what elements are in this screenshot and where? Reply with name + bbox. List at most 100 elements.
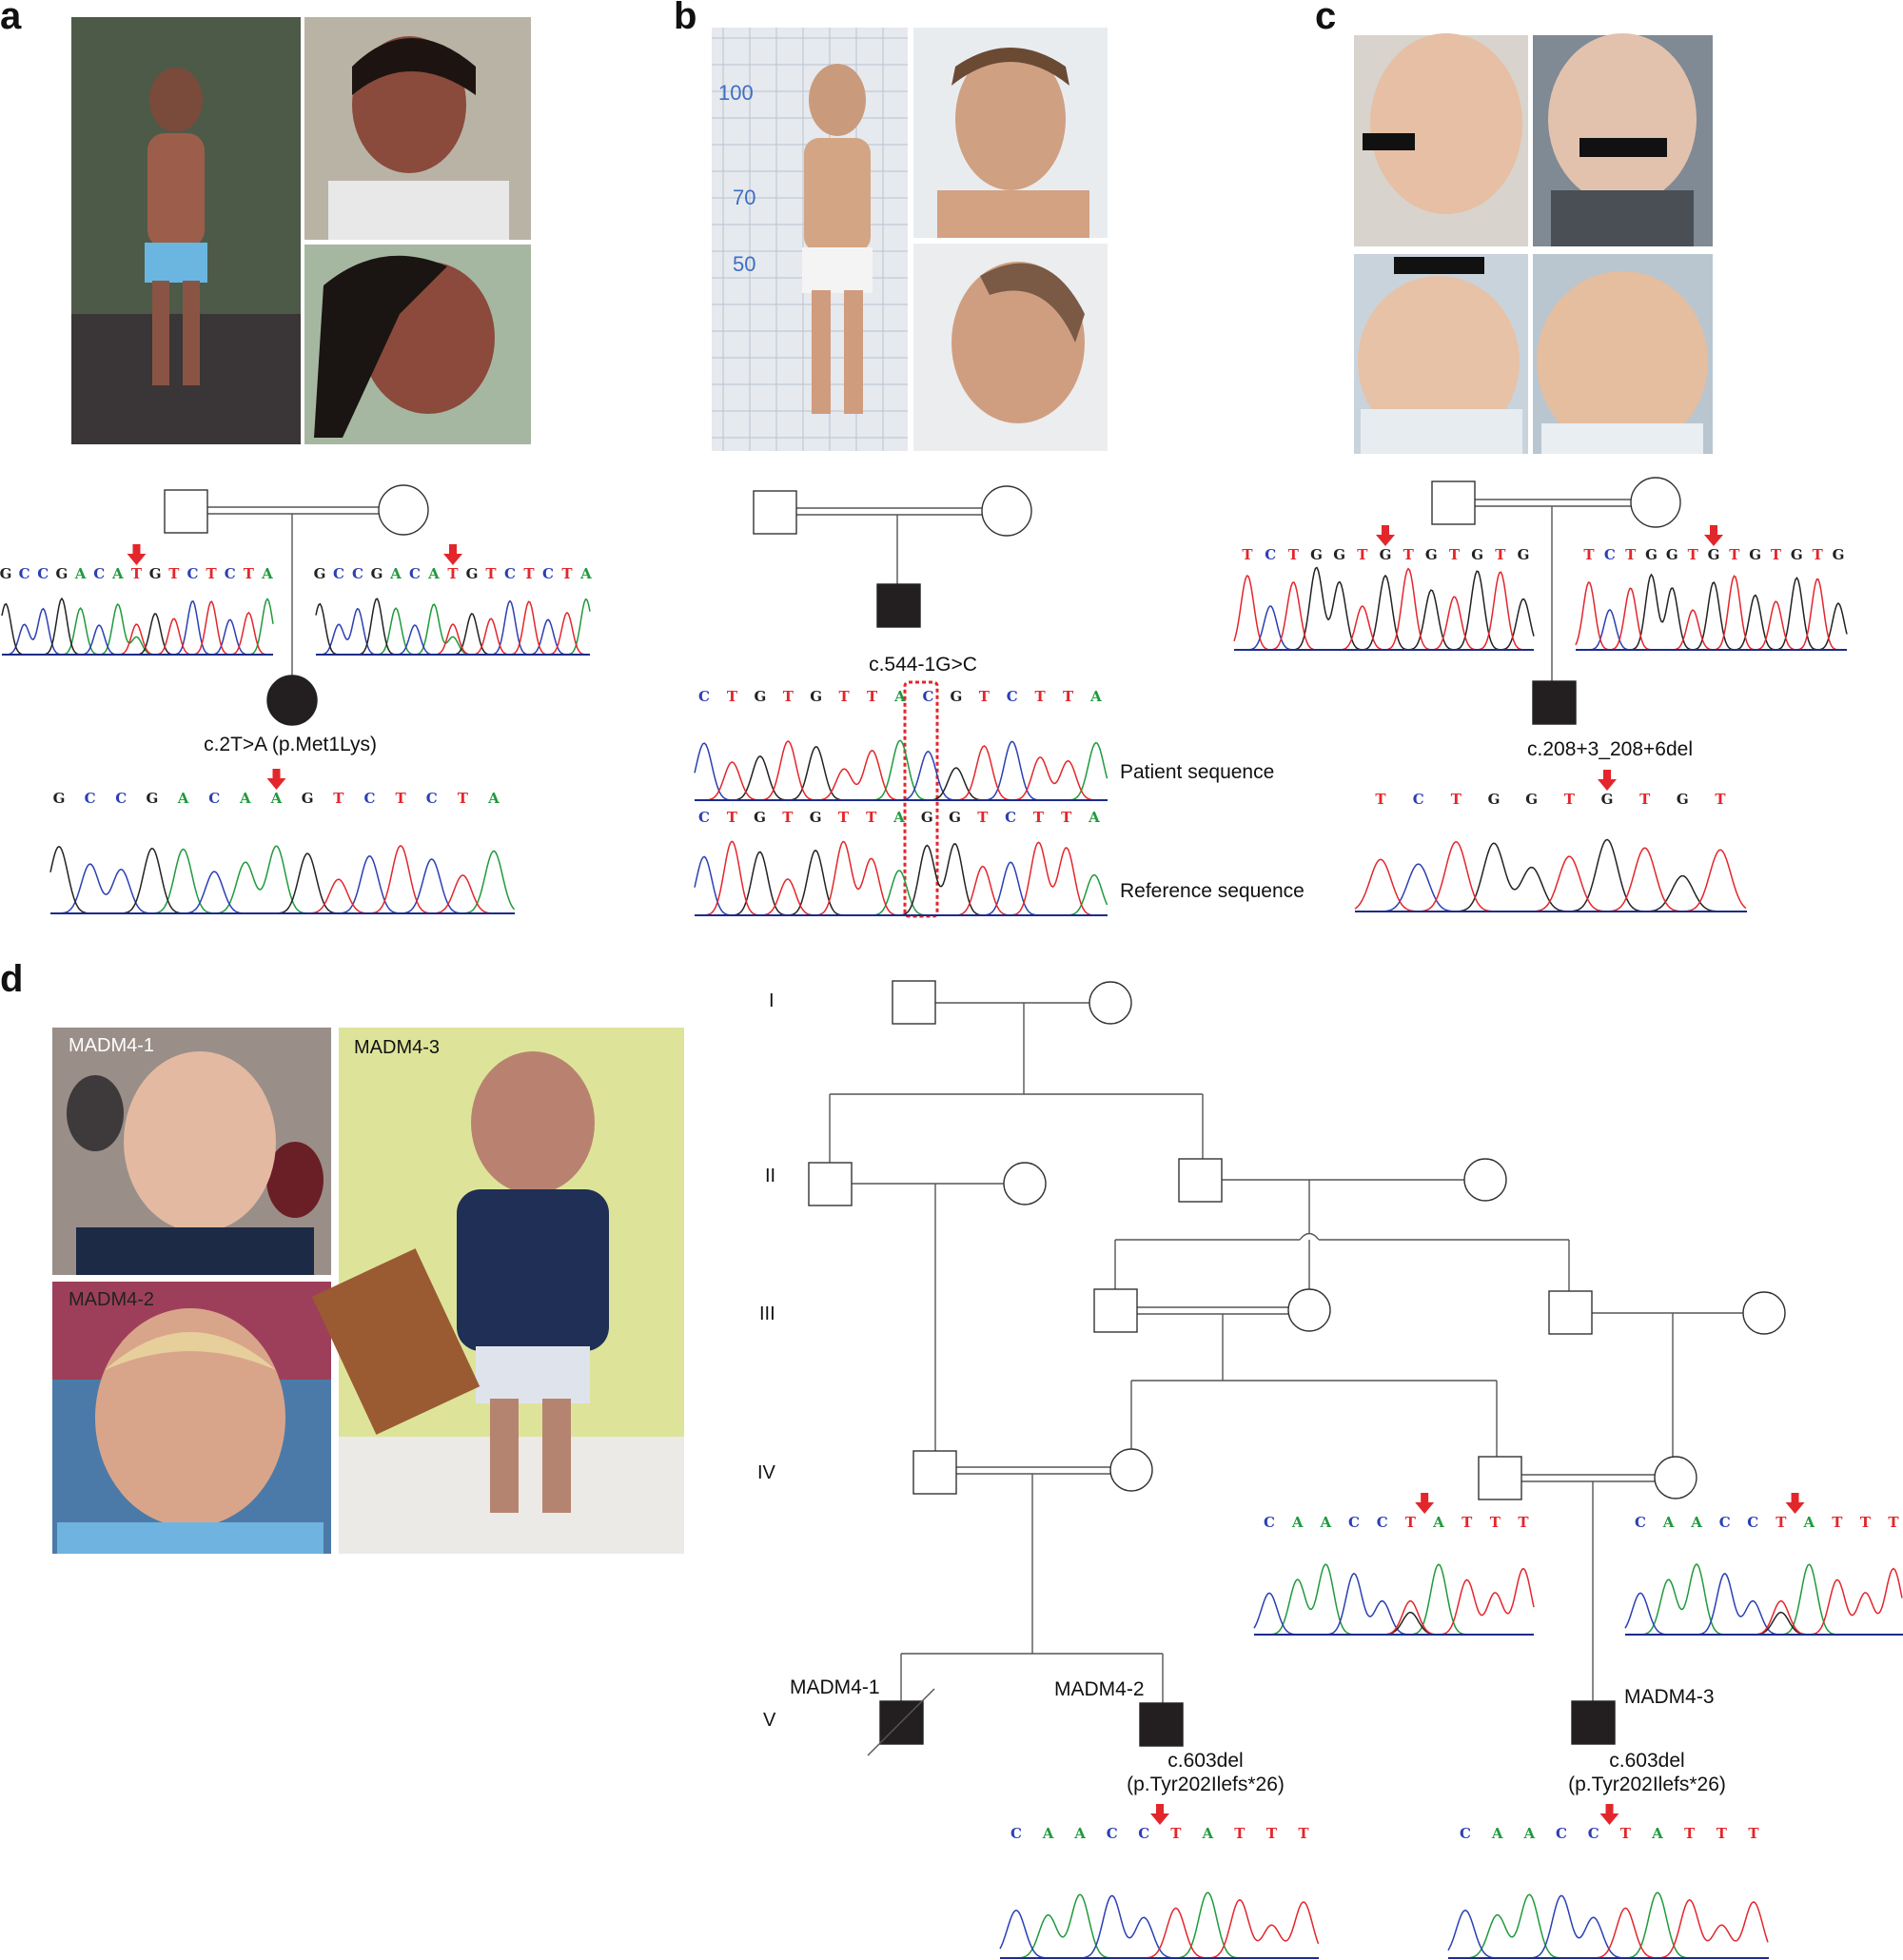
- base-letter: T: [1775, 1514, 1787, 1531]
- height-mark-70: 70: [733, 186, 755, 209]
- photo-label-madm4-2: MADM4-2: [69, 1289, 154, 1310]
- base-letter: T: [1860, 1514, 1872, 1531]
- base-letter: C: [504, 565, 516, 582]
- base-letter: A: [893, 688, 906, 705]
- base-letter: T: [561, 565, 573, 582]
- reference-sequence-label: Reference sequence: [1120, 880, 1305, 902]
- generation-label-v: V: [763, 1710, 776, 1731]
- base-letter: A: [1202, 1825, 1214, 1842]
- base-letter: T: [485, 565, 497, 582]
- base-letter: G: [1791, 546, 1803, 563]
- variant-arrow-icon: [1376, 525, 1395, 546]
- mutation-label-madm4-3-line2: (p.Tyr202Ilefs*26): [1568, 1774, 1726, 1795]
- photo-madm4-1: MADM4-1: [52, 1028, 331, 1275]
- base-letter: T: [1403, 546, 1415, 563]
- base-letter: C: [115, 790, 127, 807]
- base-letter: G: [1601, 791, 1614, 808]
- gen-ii-female-1: [1003, 1162, 1047, 1205]
- photo-c-back: [1533, 254, 1713, 454]
- eye-mask: [1579, 138, 1667, 157]
- gen-ii-male-2: [1178, 1158, 1223, 1203]
- base-letter: T: [1357, 546, 1368, 563]
- mother-circle: [1630, 477, 1681, 528]
- base-letter: T: [838, 809, 850, 826]
- trace-T: [50, 845, 515, 914]
- affected-patient-square: [876, 583, 921, 628]
- base-letter: C: [542, 565, 554, 582]
- base-letter: C: [1460, 1825, 1471, 1842]
- base-letter: G: [1310, 546, 1323, 563]
- generation-label-iii: III: [759, 1303, 775, 1324]
- trace-C: [50, 855, 515, 914]
- base-letter: T: [1449, 546, 1461, 563]
- base-letter: A: [270, 790, 283, 807]
- variant-arrow-icon: [443, 544, 462, 565]
- photo-c-head-front: [1533, 33, 1713, 246]
- base-letter: T: [1242, 546, 1253, 563]
- base-letter: C: [1265, 546, 1276, 563]
- base-letter: C: [85, 790, 96, 807]
- base-letter: G: [466, 565, 479, 582]
- base-letter: T: [1832, 1514, 1843, 1531]
- base-letter: C: [698, 809, 710, 826]
- trace-A: [695, 870, 1108, 916]
- base-letter: T: [727, 688, 738, 705]
- pedigree-c: c.208+3_208+6del: [1431, 477, 1693, 760]
- base-letter: C: [19, 565, 30, 582]
- base-letter: A: [893, 809, 905, 826]
- trace-A: [50, 845, 516, 914]
- base-letter: C: [1348, 1514, 1360, 1531]
- base-letter: C: [426, 790, 438, 807]
- gen-iv-female-2: [1654, 1456, 1697, 1499]
- base-letter: A: [1042, 1825, 1054, 1842]
- photo-b-face-profile: [913, 244, 1108, 451]
- photo-b-face-front: [913, 28, 1108, 238]
- base-letter: G: [949, 809, 961, 826]
- base-letter: T: [1035, 688, 1047, 705]
- base-letter: A: [111, 565, 124, 582]
- gen-i-male: [892, 980, 936, 1025]
- gen-iv-male-1: [912, 1450, 957, 1495]
- trace-G: [1, 597, 273, 656]
- panel-label-d: d: [0, 958, 23, 1000]
- mutation-label-b: c.544-1G>C: [869, 654, 977, 676]
- base-letter: G: [1425, 546, 1438, 563]
- base-letter: A: [1491, 1825, 1503, 1842]
- base-letter: T: [1405, 1514, 1417, 1531]
- base-letter: T: [523, 565, 535, 582]
- trace-T: [1000, 1898, 1320, 1959]
- base-letter: T: [458, 790, 469, 807]
- base-letter: T: [206, 565, 217, 582]
- trace-C: [1355, 863, 1746, 912]
- base-letter: C: [1604, 546, 1616, 563]
- base-letter: C: [1719, 1514, 1731, 1531]
- mutation-label-madm4-2-line2: (p.Tyr202Ilefs*26): [1127, 1774, 1285, 1795]
- photo-c-head-profile: [1354, 33, 1528, 246]
- mutation-label-madm4-2-line1: c.603del: [1167, 1750, 1243, 1772]
- base-letter: T: [1688, 546, 1699, 563]
- base-letter: G: [56, 565, 69, 582]
- photo-madm4-3: MADM4-3: [311, 1028, 684, 1554]
- base-letter: T: [1684, 1825, 1696, 1842]
- base-letter: G: [1525, 791, 1538, 808]
- trace-G: [315, 598, 590, 656]
- trace-A: [316, 598, 591, 656]
- base-letter: T: [447, 565, 459, 582]
- photo-a-full-body: [71, 17, 301, 444]
- base-letter: C: [333, 565, 344, 582]
- base-letter: G: [53, 790, 66, 807]
- base-letter: C: [352, 565, 363, 582]
- father-square: [753, 490, 797, 535]
- base-letter: G: [1677, 791, 1689, 808]
- trace-T: [1448, 1898, 1769, 1959]
- base-letter: G: [149, 565, 162, 582]
- base-letter: G: [1666, 546, 1678, 563]
- height-mark-100: 100: [718, 81, 754, 105]
- base-letter: T: [1061, 809, 1072, 826]
- base-letter: C: [1264, 1514, 1275, 1531]
